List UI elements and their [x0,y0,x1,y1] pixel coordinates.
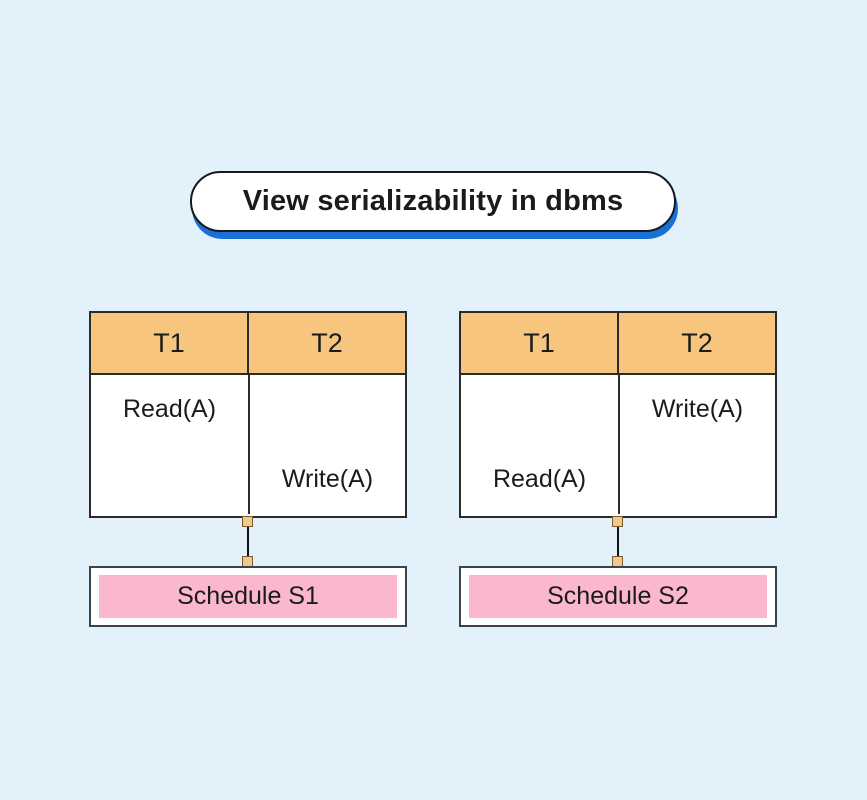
table-header-s2: T1 T2 [461,313,775,375]
table-header-s1: T1 T2 [91,313,405,375]
schedule-s1-label: Schedule S1 [177,582,319,610]
cell-s2-r2-t2 [618,444,775,514]
table-body-s1: Read(A) Write(A) [91,375,405,514]
connector-handle [612,516,623,527]
schedule-s1-label-strip: Schedule S1 [99,575,397,618]
schedule-s2-label: Schedule S2 [547,582,689,610]
title-banner: View serializability in dbms [190,171,676,232]
cell-s1-r1-t2 [248,375,405,445]
connector-handle [242,516,253,527]
schedule-s2-label-strip: Schedule S2 [469,575,767,618]
transaction-table-s2: T1 T2 Write(A) Read(A) [459,311,777,518]
cell-s2-r1-t1 [461,375,618,445]
cell-s1-r2-t1 [91,445,248,515]
table-body-s2: Write(A) Read(A) [461,375,775,514]
connector-line-s2 [617,518,619,566]
cell-s1-r1-t1: Read(A) [122,395,217,424]
transaction-table-s1: T1 T2 Read(A) Write(A) [89,311,407,518]
column-header-t1: T1 [153,327,185,358]
column-header-t1: T1 [523,327,555,358]
connector-line-s1 [247,518,249,566]
column-header-t2: T2 [247,313,405,373]
column-header-t2: T2 [617,313,775,373]
cell-s1-r2-t2: Write(A) [248,444,405,514]
schedule-s1-box: Schedule S1 [89,566,407,627]
cell-s2-r1-t2: Write(A) [618,375,775,445]
schedule-s2-box: Schedule S2 [459,566,777,627]
cell-s2-r2-t1: Read(A) [492,464,587,493]
page-title: View serializability in dbms [242,185,624,217]
